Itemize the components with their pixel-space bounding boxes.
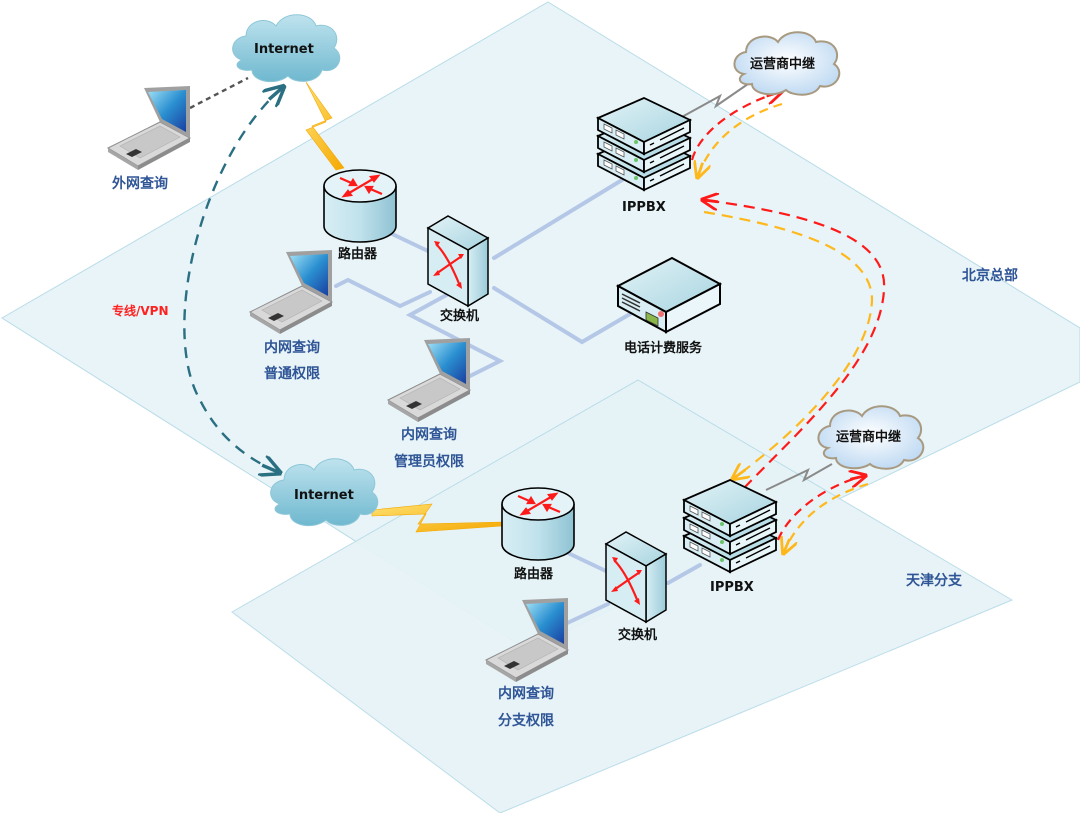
cloud-internet-top [232, 14, 341, 83]
bj-router-label: 路由器 [338, 247, 378, 262]
internet-top-label: Internet [254, 42, 314, 57]
bj-laptop-admin-label-1: 内网查询 [401, 427, 457, 443]
region-tianjin-label: 天津分支 [906, 573, 962, 589]
link-tj-switch-ippbx [666, 563, 702, 585]
link-vpn-arc [183, 88, 282, 472]
link-tj-ippbx-carrier-lightning [765, 463, 833, 491]
tj-ippbx-label: IPPBX [710, 580, 754, 595]
link-bj-switch-laptop-admin [405, 290, 505, 378]
tj-laptop-label-1: 内网查询 [498, 686, 554, 702]
region-beijing-label: 北京总部 [962, 268, 1018, 284]
internet-bottom-label: Internet [294, 488, 354, 503]
tj-router-label: 路由器 [514, 567, 554, 582]
bj-laptop-admin-label-2: 管理员权限 [394, 454, 464, 470]
link-tj-router-switch [566, 551, 610, 574]
link-external-internet [189, 76, 249, 110]
cloud-icon [817, 405, 925, 470]
link-bj-ippbx-carrier-lightning [679, 83, 749, 119]
trunk-inter-red [704, 200, 886, 489]
billing-server-icon [615, 256, 723, 334]
link-bj-router-switch [386, 230, 432, 254]
cloud-icon [270, 458, 379, 527]
trunk-bj-red [690, 92, 780, 161]
link-bj-switch-laptop-normal [334, 277, 432, 309]
router-bj-icon [322, 168, 398, 244]
tj-laptop-label-2: 分支权限 [498, 713, 554, 729]
trunk-inter-yellow [703, 210, 874, 478]
router-tj-icon [500, 486, 576, 562]
carrier-top-label: 运营商中继 [750, 57, 816, 72]
cloud-carrier-bottom [817, 405, 925, 470]
cloud-icon [232, 14, 341, 83]
cloud-carrier-top [733, 31, 841, 96]
link-bj-switch-billing [492, 286, 632, 345]
bj-laptop-normal-label-2: 普通权限 [264, 366, 320, 382]
carrier-bottom-label: 运营商中继 [836, 430, 902, 445]
bj-billing-label: 电话计费服务 [624, 341, 703, 356]
tj-switch-label: 交换机 [618, 628, 658, 643]
link-internet-bj-router-lightning [305, 81, 345, 171]
trunk-tj-red [776, 476, 864, 541]
vpn-label: 专线/VPN [112, 304, 169, 318]
bj-laptop-normal-label-1: 内网查询 [264, 340, 320, 356]
cloud-icon [733, 31, 841, 96]
bj-ippbx-label: IPPBX [622, 200, 666, 215]
bj-switch-label: 交换机 [440, 309, 480, 324]
laptop-external-icon [107, 85, 191, 171]
external-laptop-label: 外网查询 [112, 176, 168, 192]
link-bj-switch-ippbx [492, 178, 624, 260]
cloud-internet-bottom [270, 458, 379, 527]
